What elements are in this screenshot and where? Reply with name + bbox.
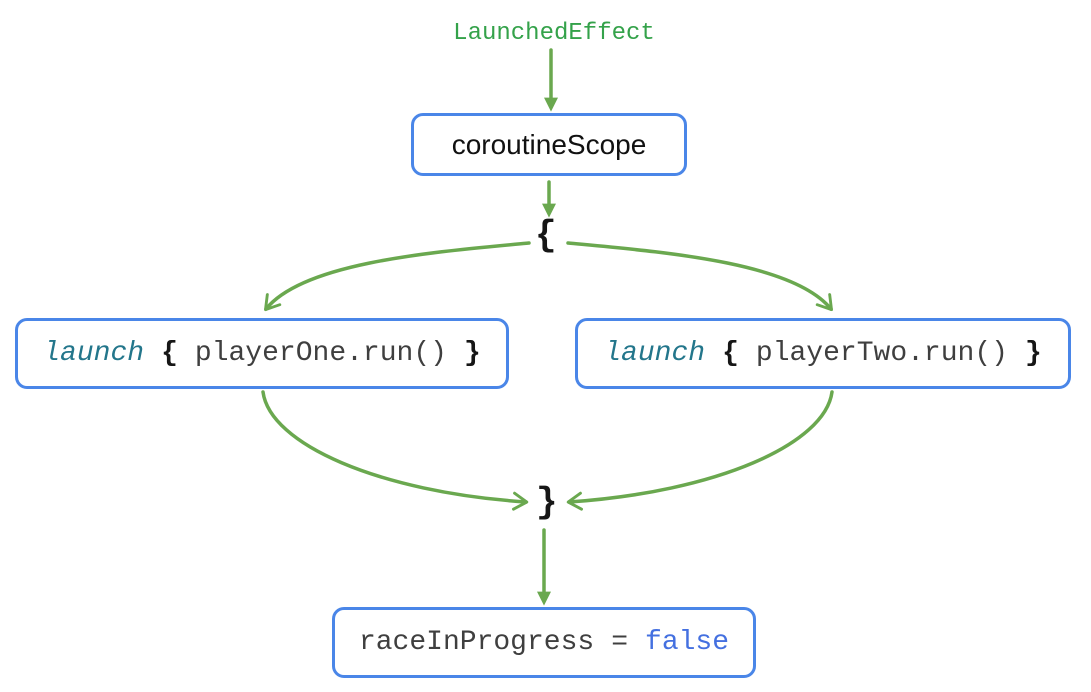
- player-two-run-code: playerTwo.run(): [755, 338, 1008, 369]
- close-brace: }: [463, 338, 481, 369]
- launch-keyword: launch: [604, 338, 706, 369]
- player-one-run-code: playerOne.run(): [194, 338, 447, 369]
- launched-effect-label: LaunchedEffect: [453, 20, 655, 47]
- launch-keyword: launch: [43, 338, 145, 369]
- race-in-progress-node: raceInProgress = false: [332, 607, 756, 678]
- open-brace: {: [722, 338, 739, 369]
- launch-player-one-node: launch { playerOne.run() }: [15, 318, 509, 389]
- fork-open-brace: {: [535, 215, 557, 256]
- curve-fork-to-player-two: [566, 241, 833, 312]
- join-close-brace: }: [536, 482, 558, 523]
- curve-fork-to-player-one: [264, 241, 531, 312]
- curve-player-two-to-join: [566, 390, 834, 511]
- close-brace: }: [1024, 338, 1042, 369]
- open-brace: {: [161, 338, 178, 369]
- race-in-progress-lhs: raceInProgress: [358, 627, 595, 658]
- equals-operator: =: [611, 627, 629, 658]
- curve-player-one-to-join: [261, 390, 529, 511]
- false-value: false: [645, 627, 730, 658]
- coroutine-scope-node: coroutineScope: [411, 113, 687, 176]
- launch-player-two-node: launch { playerTwo.run() }: [575, 318, 1071, 389]
- coroutine-scope-label: coroutineScope: [451, 128, 647, 160]
